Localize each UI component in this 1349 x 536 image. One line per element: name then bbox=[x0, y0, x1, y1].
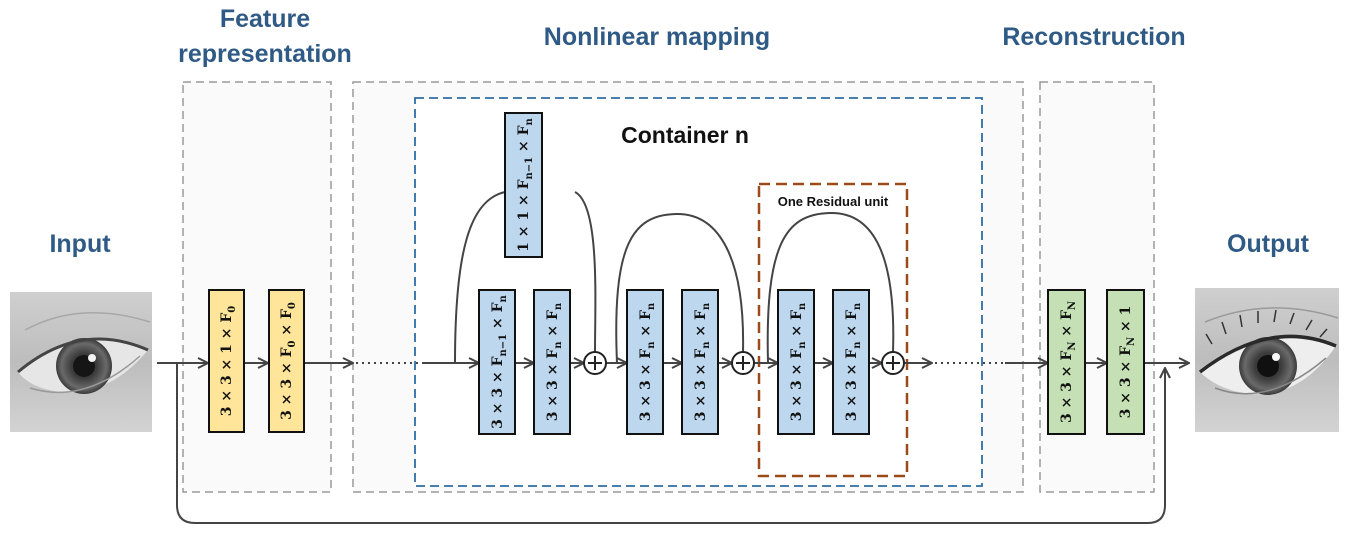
svg-text:3 × 3 × F0 × F0: 3 × 3 × F0 × F0 bbox=[279, 302, 298, 420]
layer-label-sub: n bbox=[797, 341, 808, 349]
layer-feature-conv2: 3 × 3 × F0 × F0 bbox=[268, 289, 305, 433]
feature-heading-line2: representation bbox=[178, 40, 352, 68]
layer-label-main: 3 × 3 × F bbox=[789, 349, 805, 421]
layer-label-sub: n bbox=[701, 341, 712, 349]
layer-res3-conv-b: 3 × 3 × Fn × Fn bbox=[832, 289, 870, 435]
layer-label-sub: n bbox=[553, 341, 564, 349]
container-title: Container n bbox=[621, 122, 749, 148]
layer-label-main2: × F bbox=[516, 125, 532, 156]
sum-node-3 bbox=[881, 351, 905, 375]
layer-label-main: 3 × 3 × F bbox=[279, 347, 295, 419]
layer-label-main2: × F bbox=[693, 310, 709, 341]
svg-text:3 × 3 × Fn × Fn: 3 × 3 × Fn × Fn bbox=[638, 302, 657, 421]
layer-label-sub2: n bbox=[646, 302, 657, 310]
layer-label-main: 3 × 3 × F bbox=[1059, 351, 1075, 423]
skip-arc-residual-2 bbox=[615, 212, 745, 364]
layer-recon-conv2: 3 × 3 × FN × 1 bbox=[1106, 289, 1145, 435]
residual-unit-title: One Residual unit bbox=[778, 194, 889, 209]
layer-label-sub: n−1 bbox=[498, 334, 509, 357]
layer-label-sub2: N bbox=[1067, 301, 1078, 310]
output-heading: Output bbox=[1227, 230, 1310, 258]
layer-label-main: 3 × 3 × F bbox=[638, 349, 654, 421]
layer-label-sub: n bbox=[646, 341, 657, 349]
layer-recon-conv1: 3 × 3 × FN × FN bbox=[1047, 289, 1086, 435]
layer-label-main2: × F bbox=[1059, 310, 1075, 341]
sum-node-2 bbox=[731, 351, 755, 375]
layer-label-sub2: n bbox=[797, 302, 808, 310]
layer-label-main2: × F bbox=[789, 310, 805, 341]
layer-res2-conv-a: 3 × 3 × Fn × Fn bbox=[626, 289, 664, 435]
layer-label-sub: 0 bbox=[287, 340, 298, 347]
reconstruction-heading: Reconstruction bbox=[1002, 23, 1185, 51]
feature-heading-line1: Feature bbox=[220, 5, 310, 33]
layer-label-sub: N bbox=[1067, 342, 1078, 351]
layer-label-sub: 0 bbox=[227, 306, 238, 313]
layer-label-main: 3 × 3 × F bbox=[490, 356, 506, 428]
layer-label-main: 3 × 3 × F bbox=[545, 349, 561, 421]
layer-label-main: 3 × 3 × F bbox=[1118, 346, 1134, 418]
output-eye-image bbox=[1195, 288, 1339, 432]
input-eye-image bbox=[10, 292, 152, 432]
svg-text:3 × 3 × Fn−1 × Fn: 3 × 3 × Fn−1 × Fn bbox=[490, 294, 509, 428]
input-heading: Input bbox=[49, 230, 111, 258]
layer-label-sub: N bbox=[1126, 337, 1137, 346]
layer-label-main2: × F bbox=[844, 310, 860, 341]
layer-label-sub2: n bbox=[701, 302, 712, 310]
svg-text:1 × 1 × Fn−1 × Fn: 1 × 1 × Fn−1 × Fn bbox=[516, 117, 535, 251]
skip-arc-container bbox=[454, 191, 597, 364]
svg-text:3 × 3 × Fn × Fn: 3 × 3 × Fn × Fn bbox=[789, 302, 808, 421]
layer-label-sub2: n bbox=[852, 302, 863, 310]
global-residual-connection bbox=[176, 363, 1165, 524]
layer-label-sub: n−1 bbox=[524, 157, 535, 180]
layer-label-sub2: n bbox=[498, 294, 509, 302]
layer-res3-conv-a: 3 × 3 × Fn × Fn bbox=[777, 289, 815, 435]
layer-label-main2: × F bbox=[545, 310, 561, 341]
layer-label-sub2: n bbox=[524, 117, 535, 125]
layer-label-sub2: n bbox=[553, 302, 564, 310]
feature-section-box bbox=[182, 81, 332, 493]
layer-label-main: 1 × 1 × F bbox=[516, 179, 532, 251]
layer-label-main: 3 × 3 × 1 × F bbox=[219, 313, 235, 417]
layer-res1-conv-b: 3 × 3 × Fn × Fn bbox=[533, 289, 571, 435]
layer-label-main2: × 1 bbox=[1118, 306, 1134, 337]
skip-arc-residual-3 bbox=[766, 211, 895, 364]
nonlinear-heading: Nonlinear mapping bbox=[544, 23, 770, 51]
layer-res2-conv-b: 3 × 3 × Fn × Fn bbox=[681, 289, 719, 435]
layer-label-main: 3 × 3 × F bbox=[844, 349, 860, 421]
svg-text:3 × 3 × Fn × Fn: 3 × 3 × Fn × Fn bbox=[545, 302, 564, 421]
svg-text:3 × 3 × FN × 1: 3 × 3 × FN × 1 bbox=[1118, 306, 1137, 419]
svg-text:3 × 3 × Fn × Fn: 3 × 3 × Fn × Fn bbox=[693, 302, 712, 421]
layer-label-sub: n bbox=[852, 341, 863, 349]
layer-label-main2: × F bbox=[638, 310, 654, 341]
layer-label-main2: × F bbox=[490, 302, 506, 333]
svg-text:3 × 3 × 1 × F0: 3 × 3 × 1 × F0 bbox=[219, 306, 238, 417]
svg-text:3 × 3 × Fn × Fn: 3 × 3 × Fn × Fn bbox=[844, 302, 863, 421]
layer-label-main2: × F bbox=[279, 309, 295, 340]
sum-node-1 bbox=[583, 351, 607, 375]
layer-label-sub2: 0 bbox=[287, 302, 298, 309]
layer-feature-conv1: 3 × 3 × 1 × F0 bbox=[208, 289, 245, 433]
svg-text:3 × 3 × FN × FN: 3 × 3 × FN × FN bbox=[1059, 301, 1078, 423]
layer-label-main: 3 × 3 × F bbox=[693, 349, 709, 421]
residual-unit-box bbox=[757, 182, 909, 478]
layer-skip-1x1-conv: 1 × 1 × Fn−1 × Fn bbox=[504, 112, 543, 258]
layer-res1-conv-a: 3 × 3 × Fn−1 × Fn bbox=[478, 289, 516, 435]
